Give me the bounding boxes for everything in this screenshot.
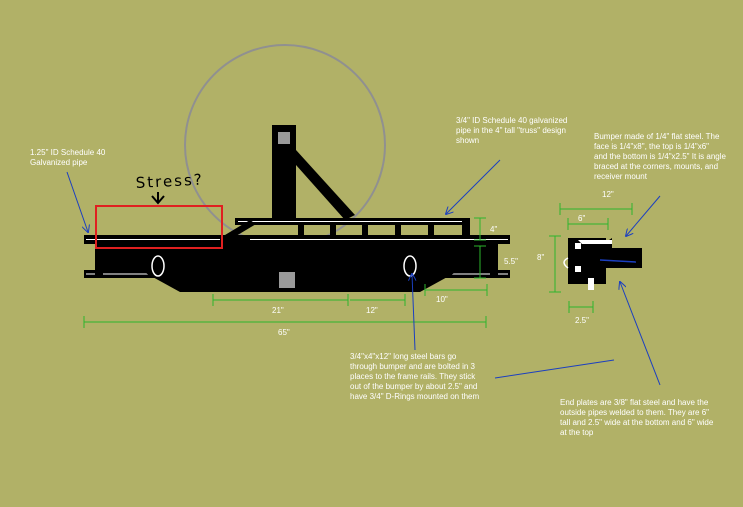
dim-d3: 10" — [436, 295, 448, 304]
dimension-lines — [83, 203, 633, 328]
end-plates-note-line: tall and 2.5" wide at the bottom and 6" … — [560, 418, 714, 427]
end-plates-note: End plates are 3/8" flat steel and have … — [560, 398, 740, 438]
bumper-note-line: receiver mount — [594, 172, 647, 181]
bars-note-line: out of the bumper by about 2.5" and — [350, 382, 478, 391]
truss-note: 3/4" ID Schedule 40 galvanized pipe in t… — [456, 116, 596, 146]
pipe-note-line: 1.25" ID Schedule 40 — [30, 148, 106, 157]
dim-side-bottom: 2.5" — [575, 316, 589, 325]
bumper-note-line: braced at the corners, mounts, and — [594, 162, 719, 171]
bumper-note-line: and the bottom is 1/4"x2.5" It is angle — [594, 152, 726, 161]
truss-note-line: shown — [456, 136, 480, 145]
bumper-note-line: Bumper made of 1/4" flat steel. The — [594, 132, 720, 141]
bars-note: 3/4"x4"x12" long steel bars go through b… — [350, 352, 500, 402]
end-plates-note-line: outside pipes welded to them. They are 6… — [560, 408, 710, 417]
leader-lines — [66, 159, 661, 386]
bumper-note-line: face is 1/4"x8", the top is 1/4"x6" — [594, 142, 709, 151]
bars-note-line: have 3/4" D-Rings mounted on them — [350, 392, 480, 401]
dim-d2: 12" — [366, 306, 378, 315]
stress-label: Stress? — [135, 170, 204, 192]
bars-note-line: 3/4"x4"x12" long steel bars go — [350, 352, 457, 361]
truss-note-line: pipe in the 4" tall "truss" design — [456, 126, 566, 135]
dim-truss-height: 4" — [490, 225, 497, 234]
bumper-side-view — [563, 238, 642, 290]
end-plates-note-line: at the top — [560, 428, 594, 437]
bumper-body — [84, 235, 510, 292]
dim-overall-length: 65" — [278, 328, 290, 337]
dim-d1: 21" — [272, 306, 284, 315]
dim-side-height: 8" — [537, 253, 544, 262]
dim-frame-height: 5.5" — [504, 257, 518, 266]
pipe-note: 1.25" ID Schedule 40 Galvanized pipe — [30, 148, 150, 168]
tire-carrier-tower — [272, 125, 355, 220]
bars-note-line: places to the frame rails. They stick — [350, 372, 476, 381]
truss-note-line: 3/4" ID Schedule 40 galvanized — [456, 116, 568, 125]
end-plates-note-line: End plates are 3/8" flat steel and have … — [560, 398, 709, 407]
bumper-note: Bumper made of 1/4" flat steel. The face… — [594, 132, 742, 182]
dim-side-mid: 6" — [578, 214, 585, 223]
dim-side-top: 12" — [602, 190, 614, 199]
stress-highlight-box — [95, 205, 223, 249]
bars-note-line: through bumper and are bolted in 3 — [350, 362, 475, 371]
stress-arrow — [151, 192, 165, 205]
pipe-note-line: Galvanized pipe — [30, 158, 88, 167]
